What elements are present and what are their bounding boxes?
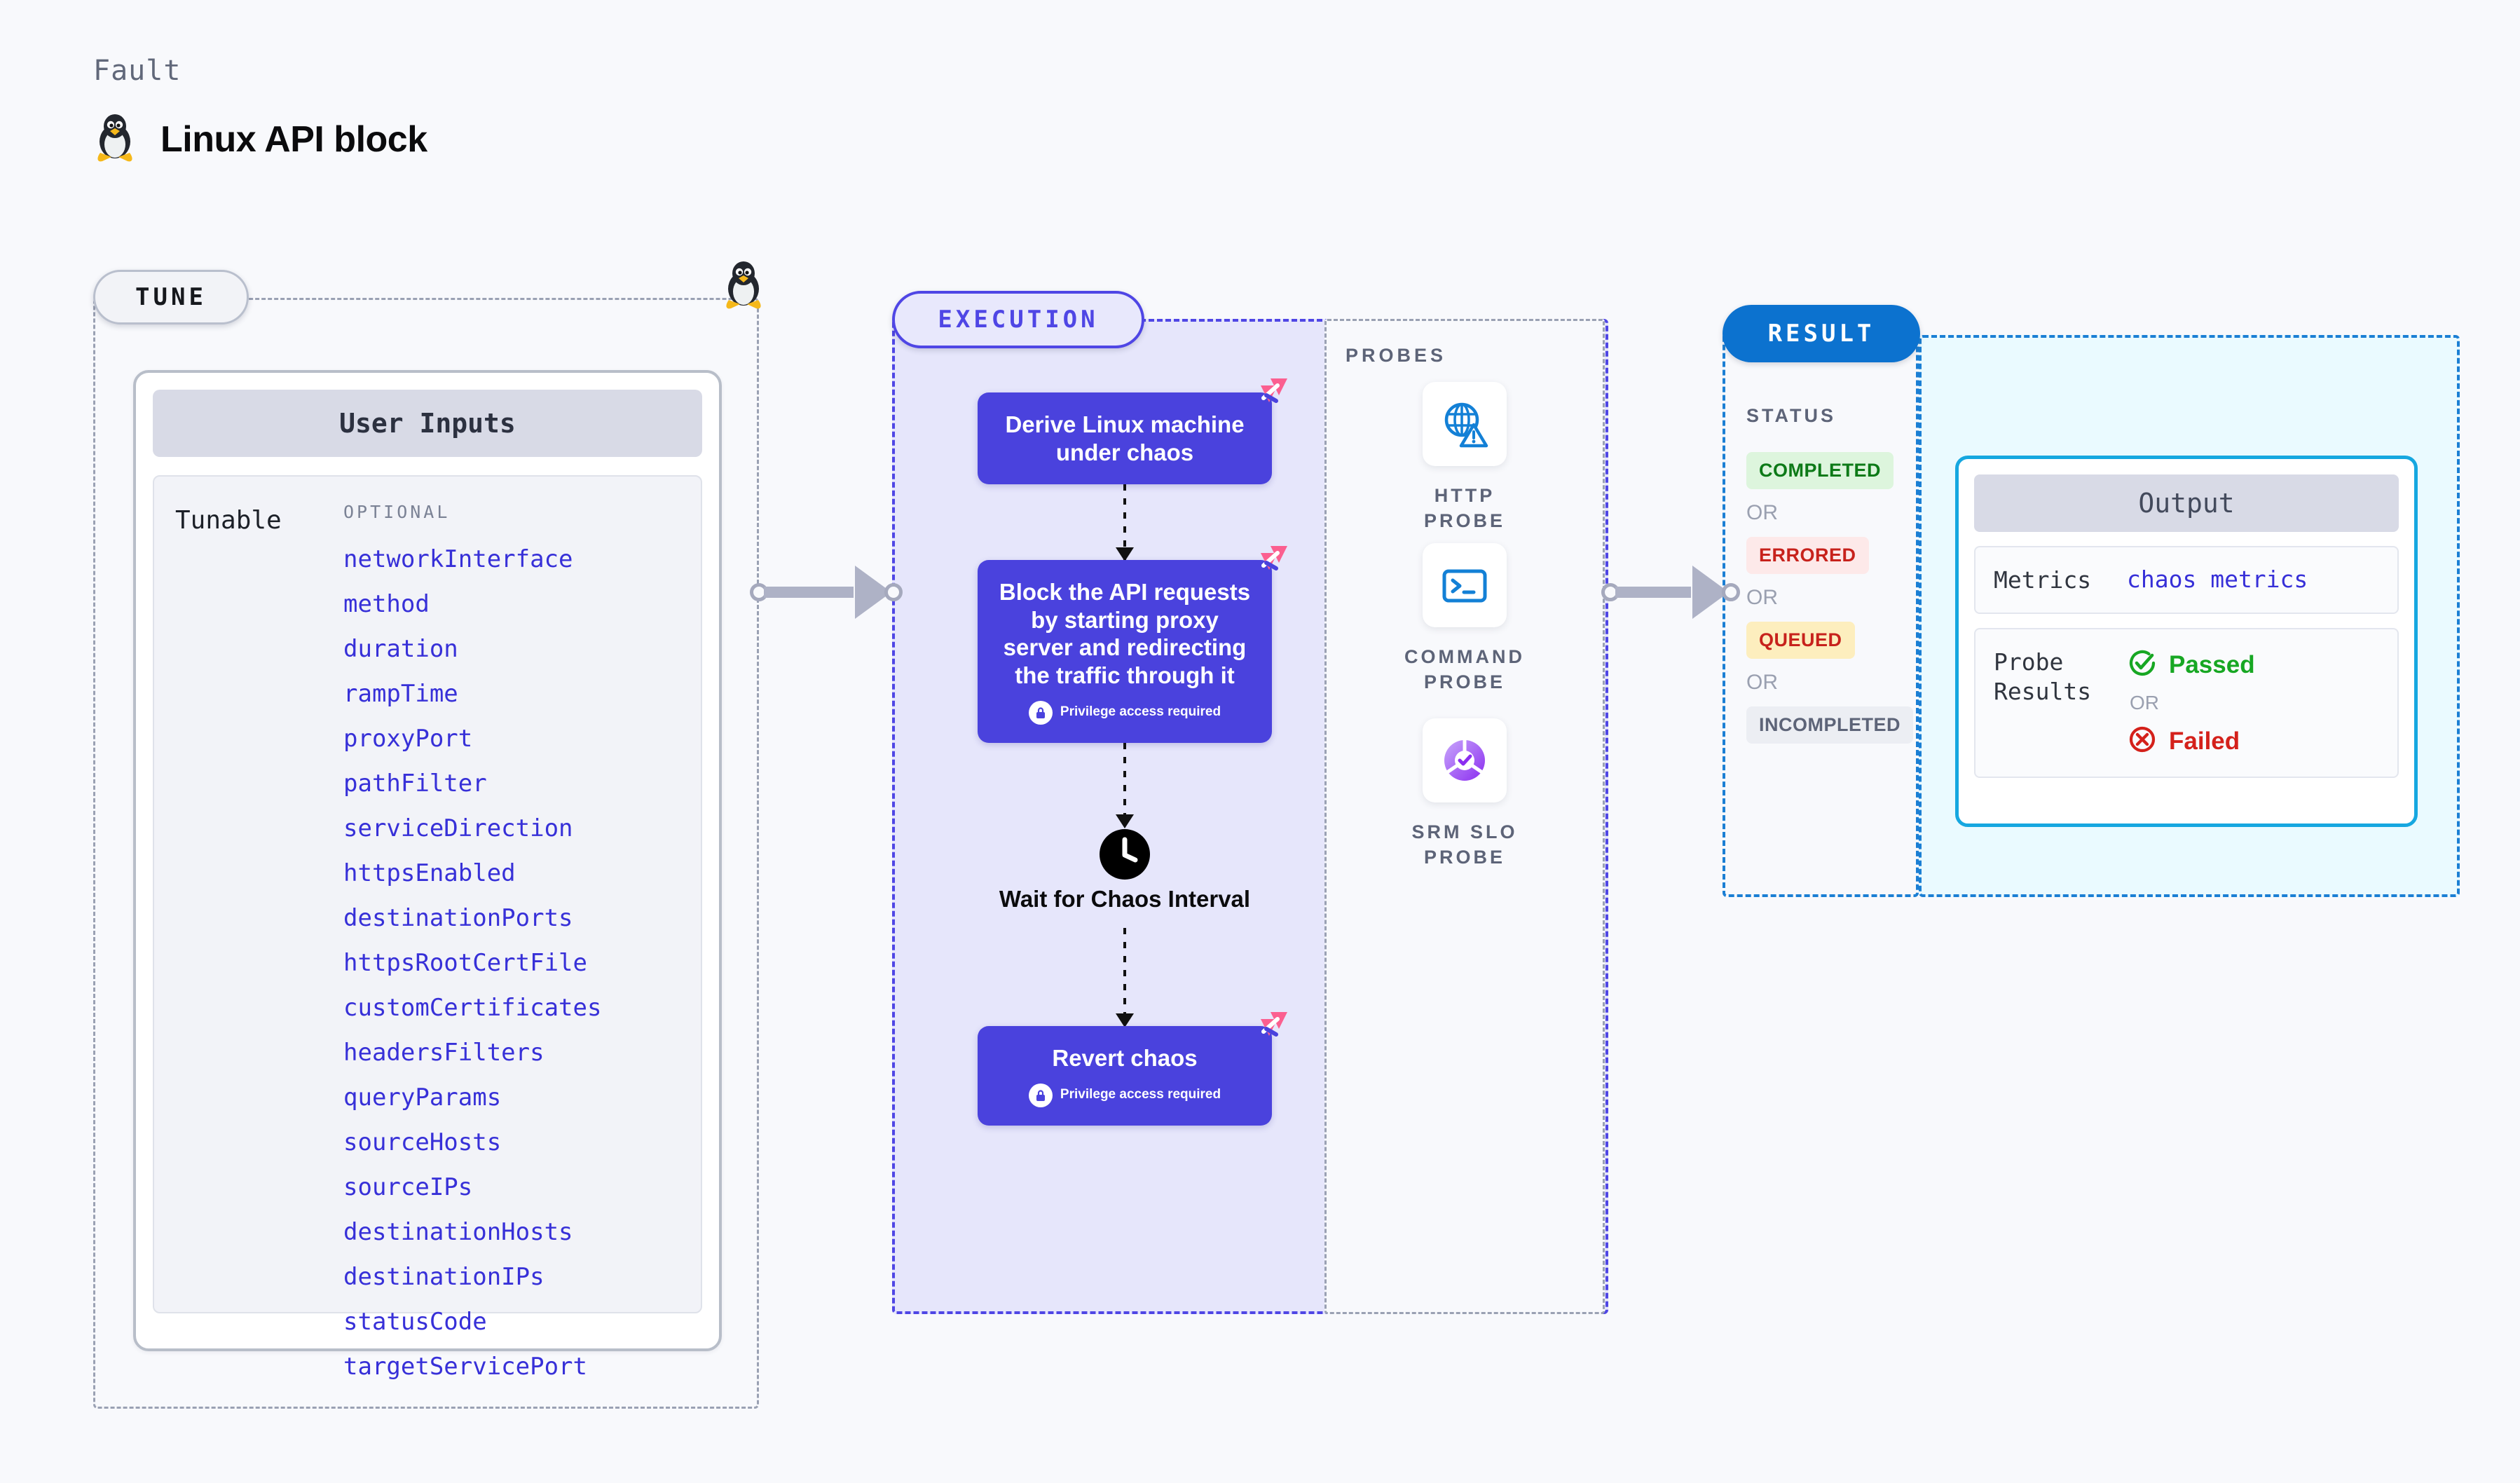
optional-group-label: OPTIONAL	[343, 502, 451, 522]
probe-http[interactable]: HTTP PROBE	[1398, 382, 1531, 534]
output-card: Output Metrics chaos metrics Probe Resul…	[1955, 456, 2418, 827]
status-badge: INCOMPLETED	[1746, 706, 1914, 744]
linux-tux-icon	[722, 259, 765, 320]
status-or-separator: OR	[1746, 501, 1778, 524]
status-or-separator: OR	[1746, 586, 1778, 609]
param-item[interactable]: sourceIPs	[343, 1173, 473, 1201]
connector-tune-to-execution	[750, 566, 903, 619]
metrics-value[interactable]: chaos metrics	[2127, 566, 2308, 593]
connector-shaft	[764, 587, 854, 598]
clock-icon	[1097, 828, 1152, 884]
connector-end-dot	[1722, 583, 1740, 601]
execution-node-block-api[interactable]: Block the API requests by starting proxy…	[978, 546, 1287, 743]
lock-icon	[1028, 1083, 1053, 1107]
execution-node-label: Derive Linux machine under chaos	[1005, 411, 1245, 465]
execution-node-label: Block the API requests by starting proxy…	[999, 579, 1251, 688]
param-item[interactable]: httpsEnabled	[343, 859, 516, 887]
param-item[interactable]: httpsRootCertFile	[343, 949, 587, 977]
privilege-note-text: Privilege access required	[1060, 1087, 1221, 1102]
terminal-icon	[1423, 543, 1507, 627]
user-inputs-card: User Inputs Tunable OPTIONAL networkInte…	[133, 370, 722, 1379]
param-item[interactable]: queryParams	[343, 1084, 502, 1112]
param-item[interactable]: statusCode	[343, 1308, 487, 1336]
status-badge: ERRORED	[1746, 537, 1869, 574]
page-title: Linux API block	[93, 112, 427, 166]
execution-node-derive[interactable]: Derive Linux machine under chaos	[978, 378, 1287, 485]
param-item[interactable]: destinationPorts	[343, 904, 573, 932]
probes-pane	[1324, 319, 1605, 1314]
harness-badge-icon	[1249, 1011, 1289, 1050]
status-list: COMPLETED OR ERRORED OR QUEUED OR INCOMPLETED	[1746, 452, 1914, 744]
probe-srm-slo[interactable]: SRM SLO PROBE	[1398, 718, 1531, 870]
harness-badge-icon	[1249, 377, 1289, 416]
tunable-params-box: Tunable OPTIONAL networkInterface method d…	[153, 475, 702, 1379]
param-item[interactable]: pathFilter	[343, 770, 487, 798]
param-item[interactable]: destinationHosts	[343, 1218, 573, 1246]
status-label: STATUS	[1746, 405, 1836, 426]
flow-arrow-2	[1116, 742, 1134, 828]
param-item[interactable]: sourceHosts	[343, 1128, 502, 1156]
tune-pill[interactable]: TUNE	[93, 270, 249, 324]
connector-shaft	[1615, 587, 1691, 598]
probe-label: SRM SLO PROBE	[1411, 821, 1518, 868]
probe-result-failed: Failed	[2127, 724, 2255, 758]
param-item[interactable]: rampTime	[343, 680, 458, 708]
status-badge: QUEUED	[1746, 622, 1855, 659]
connector-end-dot	[884, 583, 903, 601]
linux-tux-icon	[93, 112, 137, 166]
failed-label: Failed	[2169, 727, 2240, 755]
fault-eyebrow: Fault	[93, 55, 182, 87]
metrics-key: Metrics	[1994, 566, 2092, 594]
output-probe-results-row: Probe Results Passed OR	[1974, 628, 2399, 779]
execution-pill[interactable]: EXECUTION	[892, 291, 1144, 348]
status-or-separator: OR	[1746, 671, 1778, 694]
globe-warning-icon	[1423, 382, 1507, 466]
execution-node-revert[interactable]: Revert chaos Privilege access required	[978, 1012, 1287, 1126]
connector-execution-to-result	[1601, 566, 1740, 619]
probes-label: PROBES	[1345, 345, 1447, 366]
privilege-note: Privilege access required	[994, 1083, 1255, 1107]
param-list: networkInterface method duration rampTime pr…	[343, 547, 701, 1379]
probe-label: COMMAND PROBE	[1404, 646, 1525, 693]
result-section	[1723, 333, 1919, 897]
param-item[interactable]: proxyPort	[343, 725, 473, 753]
flow-arrow-1	[1116, 484, 1134, 562]
probe-result-passed: Passed	[2127, 648, 2255, 682]
execution-node-wait: Wait for Chaos Interval	[978, 827, 1272, 913]
user-inputs-title: User Inputs	[153, 390, 702, 457]
privilege-note: Privilege access required	[994, 700, 1255, 725]
status-badge: COMPLETED	[1746, 452, 1894, 489]
param-item[interactable]: destinationIPs	[343, 1263, 545, 1291]
output-title: Output	[1974, 474, 2399, 532]
probe-results-values: Passed OR Failed	[2127, 648, 2255, 758]
result-pill[interactable]: RESULT	[1723, 305, 1920, 362]
param-item[interactable]: customCertificates	[343, 994, 602, 1022]
execution-flow: Derive Linux machine under chaos Block t…	[978, 378, 1287, 1126]
harness-badge-icon	[1249, 545, 1289, 584]
param-item[interactable]: method	[343, 590, 430, 618]
wait-node-label: Wait for Chaos Interval	[999, 885, 1251, 912]
execution-node-label: Revert chaos	[1052, 1045, 1198, 1072]
param-item[interactable]: networkInterface	[343, 545, 573, 573]
probe-results-key: Probe Results	[1994, 648, 2092, 705]
tunable-row-label: Tunable	[175, 506, 282, 535]
lock-icon	[1028, 700, 1053, 725]
probe-label: HTTP PROBE	[1423, 485, 1506, 532]
srm-slo-icon	[1423, 718, 1507, 802]
param-item[interactable]: headersFilters	[343, 1039, 545, 1067]
page-title-text: Linux API block	[160, 118, 427, 160]
check-circle-icon	[2127, 648, 2158, 682]
optional-params-column: OPTIONAL networkInterface method duration r…	[343, 498, 701, 1379]
probe-result-or: OR	[2130, 692, 2159, 714]
probe-command[interactable]: COMMAND PROBE	[1398, 543, 1531, 695]
result-dashed-frame	[1723, 333, 1919, 897]
param-item[interactable]: duration	[343, 635, 458, 663]
param-item[interactable]: serviceDirection	[343, 814, 573, 842]
param-item[interactable]: targetServicePort	[343, 1353, 587, 1381]
flow-arrow-3	[1116, 928, 1134, 1028]
privilege-note-text: Privilege access required	[1060, 704, 1221, 720]
passed-label: Passed	[2169, 650, 2255, 678]
x-circle-icon	[2127, 724, 2158, 758]
output-metrics-row: Metrics chaos metrics	[1974, 546, 2399, 615]
